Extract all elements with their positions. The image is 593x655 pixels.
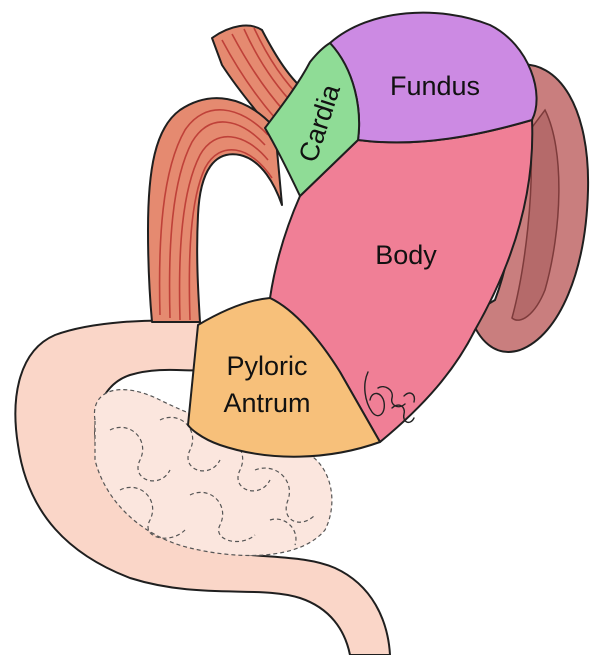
esophagus-loop xyxy=(148,98,282,322)
fundus-label: Fundus xyxy=(390,71,480,101)
pyloric-label-line2: Antrum xyxy=(223,388,310,418)
body-label: Body xyxy=(375,240,437,270)
pyloric-label-line1: Pyloric xyxy=(226,351,307,381)
